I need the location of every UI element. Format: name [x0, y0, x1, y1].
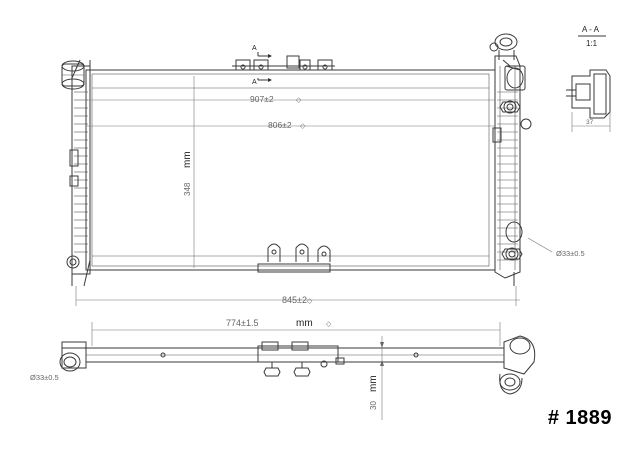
left-drain-fitting [66, 149, 80, 269]
dim-core-height: 348 [183, 182, 192, 196]
section-title: A - A [582, 25, 600, 34]
dim-overall-width: 845±2 [282, 295, 307, 305]
right-outlet-pipe [504, 65, 526, 91]
dim-bottom-width-unit: mm [296, 318, 313, 329]
dim-width-lower: 806±2 [268, 120, 292, 130]
bottom-view: 774±1.5 mm ◇ Ø33±0.5 30 mm [30, 318, 536, 420]
svg-text:◇: ◇ [300, 123, 306, 130]
section-letter-top: A [252, 45, 257, 52]
bottom-right-outlet [499, 335, 536, 395]
svg-text:◇: ◇ [326, 321, 332, 328]
dim-width-upper: 907±2 [250, 94, 274, 104]
left-inlet-pipe [61, 60, 85, 90]
dim-inlet-spec: Ø33±0.5 [30, 373, 59, 382]
bottom-left-inlet [59, 341, 87, 372]
dim-thickness-unit: mm [368, 375, 379, 392]
left-tank [71, 59, 91, 287]
dim-thickness: 30 [369, 401, 378, 410]
section-dim: 37 [586, 119, 594, 126]
filler-neck [489, 33, 521, 71]
section-scale: 1:1 [586, 39, 598, 48]
svg-text:◇: ◇ [296, 97, 302, 104]
right-tank [494, 55, 521, 279]
svg-text:◇: ◇ [307, 298, 313, 305]
front-view: A A 907±2 ◇ 806±2 ◇ 348 [61, 33, 585, 306]
part-number: # 1889 [547, 407, 612, 429]
bottom-brackets [257, 243, 331, 273]
section-letter-bottom: A [252, 79, 257, 86]
dim-outlet-spec: Ø33±0.5 [556, 249, 585, 258]
front-dimensions: 907±2 ◇ 806±2 ◇ 348 mm 845±2 ◇ Ø33±0.5 [75, 76, 585, 306]
section-view: A - A 1:1 37 [566, 25, 611, 132]
dim-bottom-width: 774±1.5 [226, 318, 258, 328]
right-fittings [492, 100, 532, 286]
section-mark-a: A A [252, 45, 272, 86]
dim-core-height-unit: mm [182, 151, 193, 168]
top-brackets [232, 55, 335, 71]
bottom-center-fittings [257, 341, 345, 377]
